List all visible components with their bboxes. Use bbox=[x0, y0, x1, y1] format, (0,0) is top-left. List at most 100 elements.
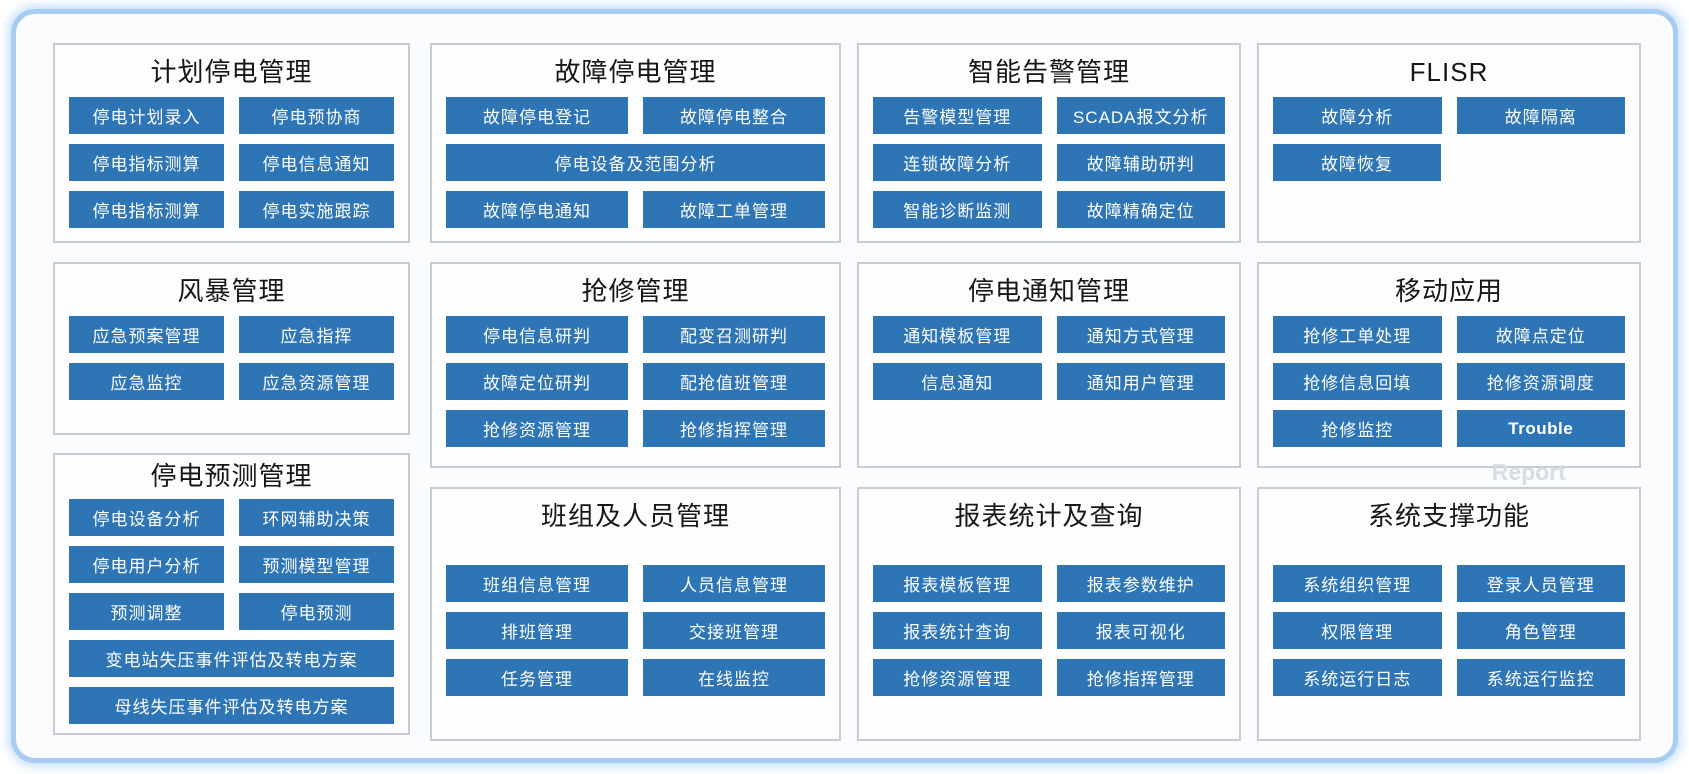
module-button[interactable]: 故障隔离 bbox=[1456, 97, 1625, 134]
panel-intelligent-alarm-management: 智能告警管理告警模型管理 SCADA报文分析连锁故障分析故障辅助研判智能诊断监测故… bbox=[857, 43, 1241, 243]
panel-title: FLISR bbox=[1409, 57, 1489, 87]
module-button[interactable]: 停电预测 bbox=[239, 593, 394, 630]
module-button[interactable]: 故障点定位 bbox=[1456, 316, 1625, 353]
module-button[interactable]: 班组信息管理 bbox=[446, 565, 628, 602]
module-button[interactable]: 抢修监控 bbox=[1273, 410, 1442, 447]
module-button[interactable]: 报表模板管理 bbox=[873, 565, 1042, 602]
module-button[interactable]: 故障停电整合 bbox=[643, 97, 825, 134]
module-button[interactable]: 抢修资源调度 bbox=[1456, 363, 1625, 400]
panel-storm-management: 风暴管理应急预案管理应急指挥应急监控应急资源管理 bbox=[53, 262, 410, 435]
module-button[interactable]: 报表可视化 bbox=[1056, 612, 1225, 649]
button-rows: 故障停电登记故障停电整合停电设备及范围分析故障停电通知故障工单管理 bbox=[432, 97, 839, 228]
panel-repair-management: 抢修管理停电信息研判配变召测研判故障定位研判配抢值班管理抢修资源管理抢修指挥管理 bbox=[430, 262, 841, 468]
module-button[interactable]: 故障分析 bbox=[1273, 97, 1442, 134]
module-button[interactable]: 通知模板管理 bbox=[873, 316, 1042, 353]
module-button[interactable]: 故障停电通知 bbox=[446, 191, 628, 228]
button-rows: 应急预案管理应急指挥应急监控应急资源管理 bbox=[55, 316, 408, 400]
module-button[interactable]: 变电站失压事件评估及转电方案 bbox=[69, 640, 394, 677]
module-button[interactable]: 停电信息通知 bbox=[239, 144, 394, 181]
module-button[interactable]: 人员信息管理 bbox=[643, 565, 825, 602]
module-button[interactable]: 故障精确定位 bbox=[1056, 191, 1225, 228]
button-row: 信息通知通知用户管理 bbox=[873, 363, 1225, 400]
module-button[interactable]: 系统组织管理 bbox=[1273, 565, 1442, 602]
module-button[interactable]: 配抢值班管理 bbox=[643, 363, 825, 400]
module-button[interactable]: 抢修资源管理 bbox=[873, 659, 1042, 696]
button-row: 停电指标测算停电信息通知 bbox=[69, 144, 394, 181]
module-button[interactable]: 停电用户分析 bbox=[69, 546, 224, 583]
module-button[interactable]: 故障工单管理 bbox=[643, 191, 825, 228]
module-button[interactable]: 故障辅助研判 bbox=[1056, 144, 1225, 181]
module-button[interactable]: 故障恢复 bbox=[1273, 144, 1441, 181]
module-button[interactable]: 抢修工单处理 bbox=[1273, 316, 1442, 353]
module-button[interactable]: 排班管理 bbox=[446, 612, 628, 649]
module-button[interactable]: 停电指标测算 bbox=[69, 191, 224, 228]
module-button[interactable]: 在线监控 bbox=[643, 659, 825, 696]
module-button[interactable]: 预测模型管理 bbox=[239, 546, 394, 583]
button-row: 应急预案管理应急指挥 bbox=[69, 316, 394, 353]
button-rows: 停电信息研判配变召测研判故障定位研判配抢值班管理抢修资源管理抢修指挥管理 bbox=[432, 316, 839, 447]
module-button[interactable]: 通知方式管理 bbox=[1056, 316, 1225, 353]
panel-outage-notification-management: 停电通知管理通知模板管理通知方式管理信息通知通知用户管理 bbox=[857, 262, 1241, 468]
button-row: 报表统计查询报表可视化 bbox=[873, 612, 1225, 649]
module-button[interactable]: 系统运行日志 bbox=[1273, 659, 1442, 696]
button-row: 应急监控应急资源管理 bbox=[69, 363, 394, 400]
module-button[interactable]: 报表参数维护 bbox=[1056, 565, 1225, 602]
module-button[interactable]: Trouble bbox=[1456, 410, 1625, 447]
button-rows: 故障分析故障隔离故障恢复 bbox=[1259, 97, 1639, 181]
module-button[interactable]: 停电预协商 bbox=[239, 97, 394, 134]
module-button[interactable]: 应急监控 bbox=[69, 363, 224, 400]
module-button[interactable]: 交接班管理 bbox=[643, 612, 825, 649]
module-button[interactable]: 应急预案管理 bbox=[69, 316, 224, 353]
module-button[interactable]: 抢修指挥管理 bbox=[643, 410, 825, 447]
panel-title: 计划停电管理 bbox=[150, 57, 313, 87]
button-row: 排班管理交接班管理 bbox=[446, 612, 825, 649]
panel-flisr: FLISR 故障分析故障隔离故障恢复 bbox=[1257, 43, 1641, 243]
module-button[interactable]: 连锁故障分析 bbox=[873, 144, 1042, 181]
panel-title: 故障停电管理 bbox=[554, 57, 717, 87]
panel-title: 抢修管理 bbox=[581, 276, 690, 306]
module-button[interactable]: 停电设备分析 bbox=[69, 499, 224, 536]
module-button[interactable]: 抢修资源管理 bbox=[446, 410, 628, 447]
module-button[interactable]: 登录人员管理 bbox=[1456, 565, 1625, 602]
module-button[interactable]: 停电计划录入 bbox=[69, 97, 224, 134]
module-button[interactable]: 预测调整 bbox=[69, 593, 224, 630]
module-button[interactable]: 系统运行监控 bbox=[1456, 659, 1625, 696]
button-row: 停电指标测算停电实施跟踪 bbox=[69, 191, 394, 228]
module-button[interactable]: 角色管理 bbox=[1456, 612, 1625, 649]
module-button[interactable]: 任务管理 bbox=[446, 659, 628, 696]
module-button[interactable]: 停电信息研判 bbox=[446, 316, 628, 353]
module-button[interactable]: 抢修指挥管理 bbox=[1056, 659, 1225, 696]
panel-title: 移动应用 bbox=[1394, 276, 1503, 306]
button-row: 故障恢复 bbox=[1273, 144, 1625, 181]
module-button[interactable]: 停电指标测算 bbox=[69, 144, 224, 181]
module-button[interactable]: 故障定位研判 bbox=[446, 363, 628, 400]
module-button[interactable]: 抢修信息回填 bbox=[1273, 363, 1442, 400]
module-button[interactable]: 信息通知 bbox=[873, 363, 1042, 400]
module-button[interactable]: 应急资源管理 bbox=[239, 363, 394, 400]
button-row: 故障停电通知故障工单管理 bbox=[446, 191, 825, 228]
button-row: 抢修监控 Trouble bbox=[1273, 410, 1625, 447]
module-button[interactable]: 报表统计查询 bbox=[873, 612, 1042, 649]
module-button[interactable]: 智能诊断监测 bbox=[873, 191, 1042, 228]
panel-title: 智能告警管理 bbox=[967, 57, 1130, 87]
module-button[interactable]: 母线失压事件评估及转电方案 bbox=[69, 687, 394, 724]
module-button[interactable]: 通知用户管理 bbox=[1056, 363, 1225, 400]
module-button[interactable]: SCADA报文分析 bbox=[1056, 97, 1225, 134]
panel-title: 班组及人员管理 bbox=[540, 501, 730, 531]
module-button[interactable]: 停电实施跟踪 bbox=[239, 191, 394, 228]
module-button[interactable]: 停电设备及范围分析 bbox=[446, 144, 825, 181]
module-button[interactable]: 故障停电登记 bbox=[446, 97, 628, 134]
module-button[interactable]: 权限管理 bbox=[1273, 612, 1442, 649]
module-button[interactable]: 应急指挥 bbox=[239, 316, 394, 353]
button-row: 停电设备及范围分析 bbox=[446, 144, 825, 181]
button-row: 停电信息研判配变召测研判 bbox=[446, 316, 825, 353]
module-button[interactable]: 配变召测研判 bbox=[643, 316, 825, 353]
panel-title: 报表统计及查询 bbox=[954, 501, 1144, 531]
module-button[interactable]: 环网辅助决策 bbox=[239, 499, 394, 536]
button-row: 预测调整停电预测 bbox=[69, 593, 394, 630]
panel-title: 系统支撑功能 bbox=[1367, 501, 1530, 531]
panel-fault-outage-management: 故障停电管理故障停电登记故障停电整合停电设备及范围分析故障停电通知故障工单管理 bbox=[430, 43, 841, 243]
module-button[interactable]: 告警模型管理 bbox=[873, 97, 1042, 134]
button-row: 通知模板管理通知方式管理 bbox=[873, 316, 1225, 353]
